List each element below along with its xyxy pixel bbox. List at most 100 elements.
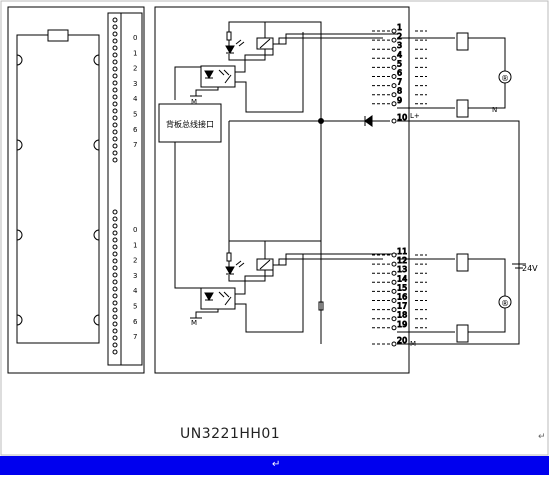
led-upper-label-4: 4 [133, 95, 138, 103]
led-dot [112, 38, 118, 44]
terminal-row-17: 17 [372, 301, 427, 313]
led-dot [112, 115, 118, 121]
terminal-screw [391, 316, 397, 322]
led-dot [112, 293, 118, 299]
terminal-number: 5 [397, 59, 402, 68]
terminal-screw [391, 261, 397, 267]
led-dot [112, 24, 118, 30]
led-dot [112, 251, 118, 257]
paragraph-mark-icon: ↵ [538, 432, 546, 442]
led-upper-label-6: 6 [133, 126, 138, 134]
terminal-row-18: 18 [372, 310, 427, 322]
marker-m-lower: M [191, 319, 197, 327]
terminal-row-9: 9 [372, 95, 427, 107]
terminal-row-13: 13 [372, 265, 427, 276]
led-dot [112, 108, 118, 114]
led-dot [112, 321, 118, 327]
led-dot [112, 342, 118, 348]
led-dot [112, 209, 118, 215]
led-dot [112, 279, 118, 285]
terminal-screw [391, 74, 397, 79]
led-dot [112, 52, 118, 58]
module-inner-panel [16, 34, 100, 344]
led-dot [112, 216, 118, 222]
terminal-number: 19 [397, 320, 407, 329]
module-fuse [47, 29, 69, 42]
led-upper-label-5: 5 [133, 111, 137, 119]
led-dot [112, 87, 118, 93]
terminal-number: 14 [397, 274, 407, 283]
led-dot [112, 307, 118, 313]
terminal-screw [391, 28, 397, 34]
led-dot [112, 143, 118, 149]
label-24v: 24V [522, 264, 538, 273]
terminal-number: 6 [397, 69, 402, 78]
fuse-upper-1 [456, 32, 469, 51]
optocoupler-upper-diode [204, 70, 214, 80]
terminal-screw [391, 37, 397, 43]
terminal-row-11: 11 [372, 247, 427, 258]
marker-m-terminal: M [410, 340, 416, 348]
terminal-screw [391, 279, 397, 285]
terminal-screw [391, 270, 397, 276]
terminal-number: 7 [397, 78, 402, 87]
terminal-row-12: 12 [372, 256, 427, 267]
led-dot [112, 258, 118, 264]
terminal-row-7: 7 [372, 77, 427, 89]
reverse-diode [364, 115, 373, 127]
terminal-row-8: 8 [372, 86, 427, 98]
module-outline [7, 6, 145, 374]
led-dot [112, 223, 118, 229]
led-dot [112, 157, 118, 163]
terminal-number: 1 [397, 23, 402, 32]
terminal-screw [391, 288, 397, 294]
terminal-number: 2 [397, 32, 402, 41]
model-caption: UN3221HH01 [180, 426, 281, 442]
led-upper-label-2: 2 [133, 65, 137, 73]
terminal-screw [391, 92, 397, 98]
svg-text:®: ® [501, 74, 509, 83]
led-upper-label-1: 1 [133, 49, 137, 57]
terminal-row-3: 3 [372, 41, 427, 52]
led-indicator-lower [225, 266, 235, 276]
fuse-upper-2 [456, 99, 469, 118]
led-dot [112, 136, 118, 142]
led-dot [112, 335, 118, 341]
terminal-screw [391, 325, 397, 331]
terminal-screw [391, 252, 397, 258]
terminal-screw [391, 46, 397, 52]
terminal-number: 11 [397, 247, 407, 256]
terminal-row-5: 5 [372, 59, 427, 70]
terminal-screw [391, 101, 397, 107]
led-dot [112, 129, 118, 135]
led-dot [112, 237, 118, 243]
terminal-number: 16 [397, 293, 407, 302]
marker-l-plus: L+ [410, 112, 420, 120]
led-dot [112, 265, 118, 271]
led-lower-label-1: 1 [133, 241, 137, 249]
left-notches [16, 54, 23, 326]
terminal-screw [391, 307, 397, 313]
terminal-row-16: 16 [372, 292, 427, 303]
selection-bar [0, 456, 549, 475]
led-lower-label-2: 2 [133, 257, 137, 265]
terminal-number: 4 [397, 50, 402, 59]
led-lower-label-5: 5 [133, 303, 137, 311]
fuse-lower-1 [456, 253, 469, 272]
page-frame [0, 0, 549, 456]
led-dot [112, 122, 118, 128]
led-dot [112, 94, 118, 100]
led-indicator-upper [225, 45, 235, 55]
led-lower-label-0: 0 [133, 226, 137, 234]
terminal-row-14: 14 [372, 274, 427, 285]
terminal-number: 12 [397, 256, 407, 265]
terminal-number: 17 [397, 302, 407, 311]
led-lower-label-4: 4 [133, 287, 138, 295]
marker-m-upper: M [191, 98, 197, 106]
terminal-row-19: 19 [372, 319, 427, 331]
led-dot [112, 73, 118, 79]
led-dot [112, 300, 118, 306]
